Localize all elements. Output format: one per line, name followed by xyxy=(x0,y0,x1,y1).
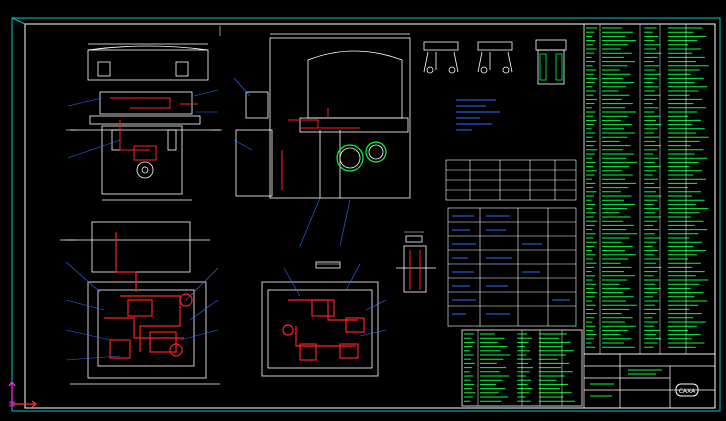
logo-text: CAXA xyxy=(679,388,696,395)
screw-detail xyxy=(396,235,436,293)
plan-view-left-pipes xyxy=(104,232,193,359)
notes-blue xyxy=(456,99,500,131)
dimension-marks xyxy=(66,26,424,265)
lower-parts-list xyxy=(461,329,583,407)
front-view-pipes xyxy=(110,97,198,161)
plan-view-mid-pipes xyxy=(282,299,365,361)
plan-view-left xyxy=(60,221,220,385)
title-block-text xyxy=(590,369,662,397)
spec-table xyxy=(447,207,577,327)
sheet-frame xyxy=(11,17,721,412)
side-view-pipes xyxy=(281,108,360,190)
ucs-axis-icon xyxy=(8,381,37,408)
parameter-table xyxy=(445,159,577,201)
parts-list xyxy=(583,23,716,355)
leader-lines xyxy=(65,77,387,361)
side-view xyxy=(235,33,411,199)
screw-detail-red xyxy=(409,250,421,290)
detail-views xyxy=(423,39,567,85)
front-view xyxy=(70,43,220,201)
spec-table-fill xyxy=(452,215,570,315)
side-view-rotors xyxy=(336,141,387,172)
detail-green xyxy=(539,53,563,81)
title-block-logo: CAXA xyxy=(675,383,699,397)
title-block xyxy=(583,353,716,409)
plan-view-mid xyxy=(261,261,379,377)
